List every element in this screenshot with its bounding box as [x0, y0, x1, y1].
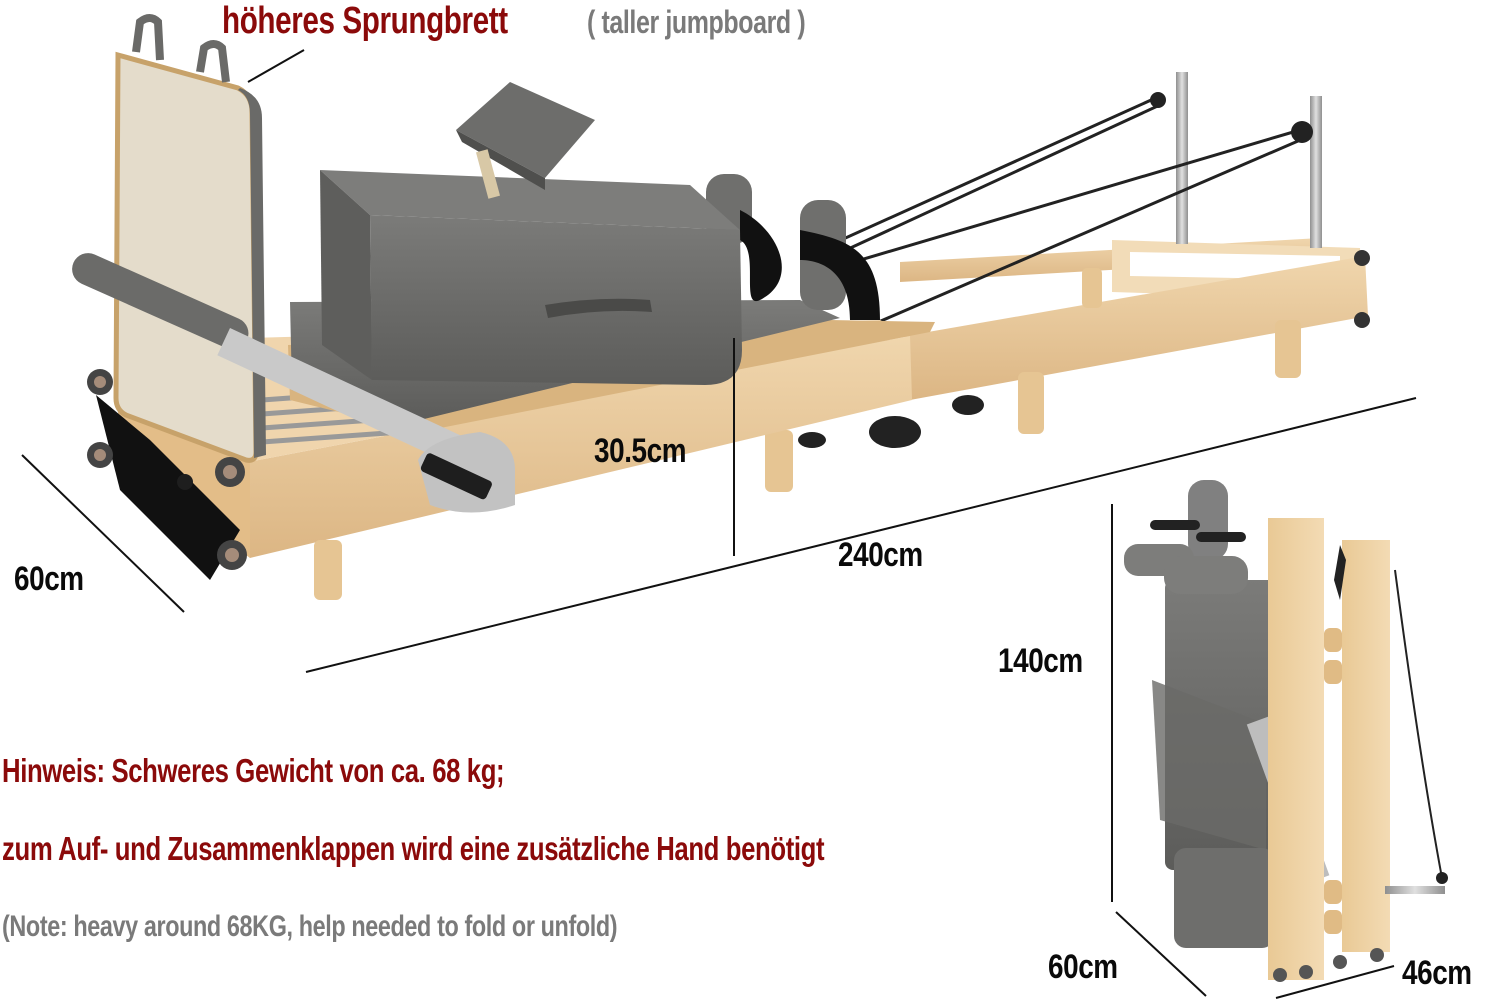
leg	[1082, 268, 1102, 308]
knob	[177, 474, 193, 490]
jumpboard-loop	[196, 40, 230, 83]
box-front	[320, 170, 372, 380]
note-weight-de: Hinweis: Schweres Gewicht von ca. 68 kg;	[2, 752, 505, 789]
dimension-width-label: 60cm	[14, 560, 84, 598]
jumpboard-loop	[132, 14, 164, 61]
folded-bar	[1385, 886, 1445, 894]
leg	[314, 540, 342, 600]
wedge-pad	[456, 82, 595, 178]
wheel	[1354, 250, 1370, 266]
folded-frame-right	[1342, 540, 1390, 952]
folded-depth-label: 60cm	[1048, 948, 1118, 986]
folded-shoulder-rest	[1164, 556, 1248, 594]
frame-front-rail-left	[248, 336, 912, 558]
folded-footbar-pad	[1152, 680, 1266, 850]
foot-bar-arm	[217, 328, 493, 478]
wheel	[1354, 312, 1370, 328]
dimension-length-label: 240cm	[838, 536, 923, 574]
title-jumpboard-en: ( taller jumpboard )	[587, 4, 806, 40]
box-top	[320, 170, 740, 230]
bracket	[952, 395, 984, 415]
bracket	[869, 416, 921, 448]
title-jumpboard-de: höheres Sprungbrett	[222, 0, 508, 42]
leg	[1018, 372, 1044, 434]
ropes	[809, 94, 1306, 332]
foot-bar	[72, 253, 249, 350]
frame-front-rail-right	[905, 256, 1368, 400]
front-strap	[96, 395, 240, 580]
strap	[800, 230, 880, 320]
folded-frame-left	[1268, 518, 1324, 980]
box-side	[370, 215, 742, 385]
jumpboard	[113, 51, 259, 463]
pulley	[1291, 121, 1313, 143]
dimension-height-label: 30.5cm	[594, 432, 687, 470]
reformer-machine	[72, 14, 1370, 600]
post-right	[1310, 96, 1322, 248]
note-en: (Note: heavy around 68KG, help needed to…	[2, 910, 618, 943]
strap	[740, 210, 782, 302]
folded-height-label: 140cm	[998, 642, 1083, 680]
folded-width-label: 46cm	[1402, 954, 1472, 992]
bracket	[798, 432, 826, 448]
folded-jumpboard	[1174, 848, 1274, 948]
folded-reformer	[1124, 480, 1448, 982]
leg	[1275, 320, 1301, 378]
pulley	[1150, 92, 1166, 108]
leg	[765, 430, 793, 492]
post-left	[1176, 72, 1188, 244]
note-fold-help-de: zum Auf- und Zusammenklappen wird eine z…	[2, 830, 825, 867]
dimension-lines	[21, 49, 1417, 999]
box-handle	[545, 298, 652, 318]
